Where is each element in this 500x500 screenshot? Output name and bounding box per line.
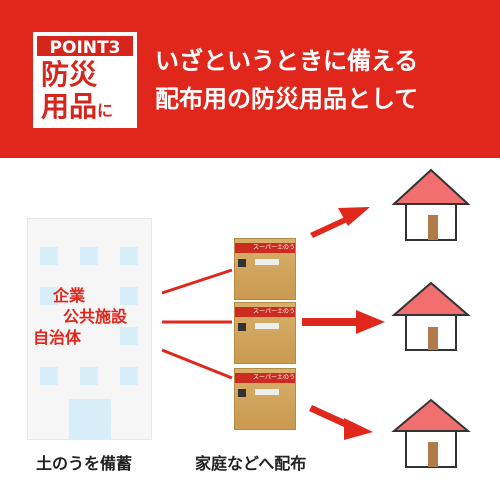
house-icon [391, 398, 471, 468]
building-illustration [27, 218, 152, 440]
building-label-line3: 自治体 [33, 328, 82, 347]
building-window [120, 367, 138, 385]
point-title-line2-main: 用品 [41, 90, 98, 123]
building-door [69, 399, 111, 439]
arrow-head-2-icon [356, 310, 385, 334]
building-window [40, 247, 58, 265]
house-icon [391, 281, 471, 351]
banner-line2: 配布用の防災用品として [155, 85, 419, 113]
banner-line1: いざというときに備える [155, 47, 419, 75]
building-window [120, 327, 138, 345]
point-title-suffix: に [97, 101, 114, 120]
building-window [80, 367, 98, 385]
arrow-head-1-icon [338, 207, 370, 226]
house-icon [391, 168, 471, 241]
point-label: POINT3 [35, 34, 135, 58]
caption-stockpile: 土のうを備蓄 [36, 454, 133, 473]
building-window [40, 367, 58, 385]
box-mark-icon [238, 389, 246, 397]
arrow-line-2 [302, 318, 360, 326]
arrow-to-box-1 [161, 268, 233, 295]
sandbag-box-label: スーパー土のう [253, 244, 295, 251]
header-banner: POINT3 防災 用品に いざというときに備える 配布用の防災用品として [0, 0, 500, 158]
point-title-line2: 用品に [41, 91, 129, 127]
building-label-line2: 公共施設 [63, 307, 128, 326]
arrow-to-box-3 [161, 348, 233, 380]
sandbag-box: スーパー土のう [234, 302, 296, 364]
sandbag-box: スーパー土のう [234, 238, 296, 300]
building-window [80, 247, 98, 265]
building-label: 企業 公共施設 自治体 [33, 285, 127, 348]
sandbag-box-label: スーパー土のう [253, 308, 295, 315]
building-label-line1: 企業 [53, 286, 86, 305]
banner-heading: いざというときに備える 配布用の防災用品として [155, 42, 418, 118]
sandbag-box-label: スーパー土のう [253, 374, 295, 381]
point-title: 防災 用品に [41, 59, 129, 127]
building-window [120, 287, 138, 305]
caption-distribute: 家庭などへ配布 [195, 454, 307, 473]
sandbag-box: スーパー土のう [234, 368, 296, 430]
box-mark-icon [238, 259, 246, 267]
arrow-head-3-icon [344, 418, 373, 440]
point-badge: POINT3 防災 用品に [33, 32, 137, 128]
point-title-line1: 防災 [41, 58, 98, 91]
building-window [40, 287, 58, 305]
building-window [120, 247, 138, 265]
box-mark-icon [238, 323, 246, 331]
